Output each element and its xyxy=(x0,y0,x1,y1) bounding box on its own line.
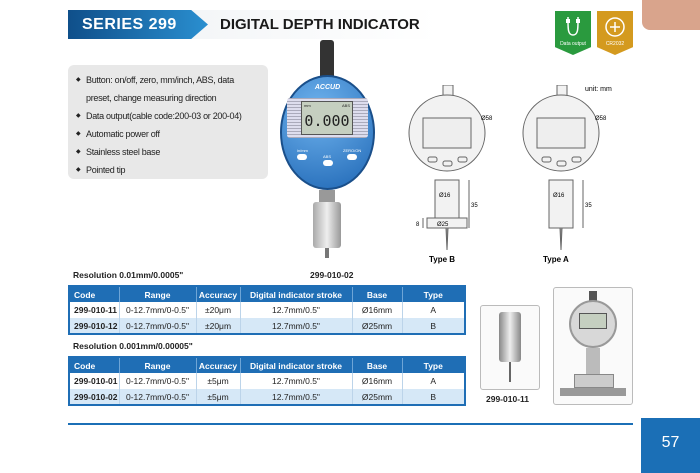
badge-label: CR2032 xyxy=(605,41,625,47)
cell: 299-010-12 xyxy=(69,318,120,334)
col-range: Range xyxy=(119,357,197,373)
feature-item: Button: on/off, zero, mm/inch, ABS, data… xyxy=(76,71,260,107)
dim-35: 35 xyxy=(585,203,592,209)
lcd-unit: mm xyxy=(304,103,311,108)
resolution-2-title: Resolution 0.001mm/0.00005" xyxy=(73,341,193,351)
dim-58: Ø58 xyxy=(481,116,493,122)
dim-25: Ø25 xyxy=(437,222,449,228)
button-label: ABS xyxy=(323,154,332,159)
cell: ±5μm xyxy=(196,389,241,405)
cell: 0-12.7mm/0-0.5" xyxy=(119,318,197,334)
cell: ±20μm xyxy=(196,302,241,318)
col-stroke: Digital indicator stroke xyxy=(240,286,353,302)
dim-16: Ø16 xyxy=(553,193,565,199)
col-type: Type xyxy=(402,286,466,302)
cable-icon xyxy=(566,17,580,36)
cell: 0-12.7mm/0-0.5" xyxy=(119,302,197,318)
col-stroke: Digital indicator stroke xyxy=(240,357,353,373)
cell: ±20μm xyxy=(196,318,241,334)
spec-table-2: Code Range Accuracy Digital indicator st… xyxy=(68,356,466,406)
dim-8: 8 xyxy=(416,222,420,228)
cell: 0-12.7mm/0-0.5" xyxy=(119,389,197,405)
lcd-abs: ABS xyxy=(341,103,350,108)
abs-button[interactable] xyxy=(323,160,333,166)
cell: 299-010-11 xyxy=(69,302,120,318)
feature-item: Pointed tip xyxy=(76,161,260,179)
feature-item: Data output(cable code:200-03 or 200-04) xyxy=(76,107,260,125)
cell: A xyxy=(402,302,466,318)
cell: 12.7mm/0.5" xyxy=(240,318,353,334)
lcd-display: 0.000 xyxy=(304,112,350,130)
feature-list: Button: on/off, zero, mm/inch, ABS, data… xyxy=(68,65,268,179)
cell: 12.7mm/0.5" xyxy=(240,389,353,405)
battery-badge: CR2032 xyxy=(597,11,633,55)
mm-inch-button[interactable] xyxy=(297,154,307,160)
feature-item: Stainless steel base xyxy=(76,143,260,161)
badge-label: Data output xyxy=(560,41,586,47)
table-header: Code Range Accuracy Digital indicator st… xyxy=(69,286,466,302)
spec-table-1: Code Range Accuracy Digital indicator st… xyxy=(68,285,466,335)
col-code: Code xyxy=(69,357,120,373)
accessory-photo xyxy=(480,305,540,390)
cell: ±5μm xyxy=(196,373,241,389)
cell: B xyxy=(402,318,466,334)
cell: Ø16mm xyxy=(352,302,403,318)
cell: A xyxy=(402,373,466,389)
table-header: Code Range Accuracy Digital indicator st… xyxy=(69,357,466,373)
col-code: Code xyxy=(69,286,120,302)
dim-35: 35 xyxy=(471,203,478,209)
dim-16: Ø16 xyxy=(439,193,451,199)
page-title: DIGITAL DEPTH INDICATOR xyxy=(220,16,420,33)
cell: 299-010-01 xyxy=(69,373,120,389)
brand-logo: ACCUD xyxy=(314,84,341,91)
button-label: in/mm xyxy=(297,148,308,153)
button-label: ZERO/ON xyxy=(343,148,362,153)
unit-label: unit: mm xyxy=(585,86,612,93)
col-accuracy: Accuracy xyxy=(196,357,241,373)
cell: Ø25mm xyxy=(352,318,403,334)
footer-rule xyxy=(68,423,633,425)
page-number: 57 xyxy=(641,418,700,473)
resolution-1-title: Resolution 0.01mm/0.0005" xyxy=(73,270,184,280)
feature-item: Automatic power off xyxy=(76,125,260,143)
data-output-badge: Data output xyxy=(555,11,591,55)
col-type: Type xyxy=(402,357,466,373)
col-base: Base xyxy=(352,357,403,373)
col-range: Range xyxy=(119,286,197,302)
col-accuracy: Accuracy xyxy=(196,286,241,302)
cell: Ø25mm xyxy=(352,389,403,405)
cell: 0-12.7mm/0-0.5" xyxy=(119,373,197,389)
technical-drawings: Ø58 Ø58 Ø16 Ø16 Ø25 35 35 8 unit: mm Typ… xyxy=(408,85,612,264)
dim-58: Ø58 xyxy=(595,116,607,122)
cell: B xyxy=(402,389,466,405)
type-b-label: Type B xyxy=(429,255,455,264)
cell: 12.7mm/0.5" xyxy=(240,302,353,318)
coin-battery-icon xyxy=(605,17,625,37)
section-tab xyxy=(642,0,700,30)
accessory-caption: 299-010-11 xyxy=(486,394,530,404)
series-label: SERIES 299 xyxy=(68,10,208,39)
cell: 12.7mm/0.5" xyxy=(240,373,353,389)
type-a-label: Type A xyxy=(543,255,569,264)
zero-on-button[interactable] xyxy=(347,154,357,160)
cell: Ø16mm xyxy=(352,373,403,389)
col-base: Base xyxy=(352,286,403,302)
cell: 299-010-02 xyxy=(69,389,120,405)
photo-caption: 299-010-02 xyxy=(310,270,354,280)
usage-photo xyxy=(553,287,633,405)
product-photo: ACCUD mm ABS 0.000 in/mm ABS ZERO/ON xyxy=(275,40,380,260)
